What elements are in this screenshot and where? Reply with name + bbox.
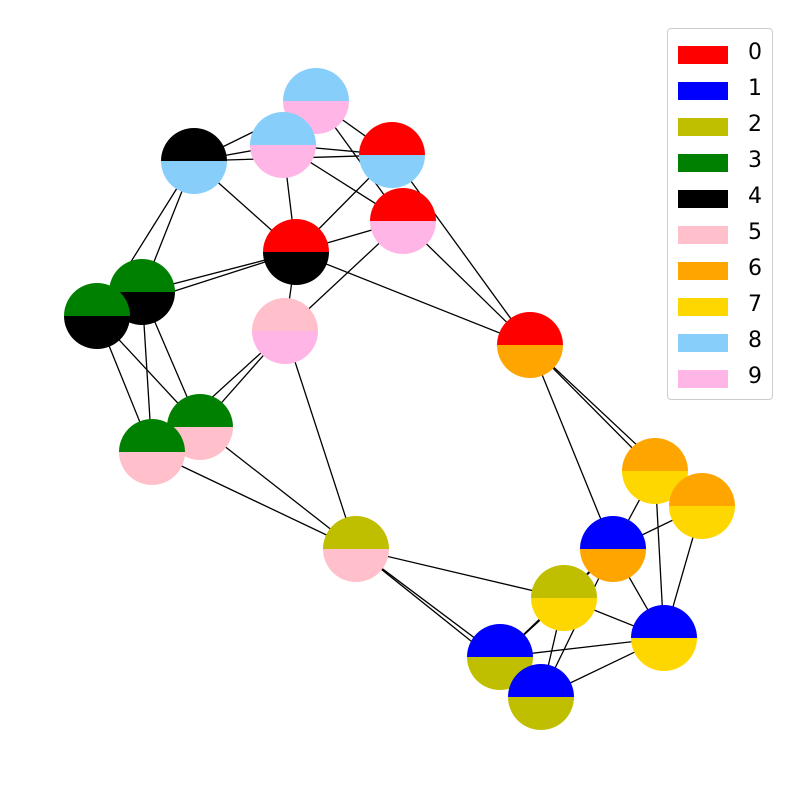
legend-swatch (678, 226, 728, 244)
legend-swatch (678, 118, 728, 136)
node-top-half (359, 122, 425, 155)
legend-label: 6 (748, 256, 762, 281)
node-bottom-half (250, 145, 316, 178)
graph-node (64, 283, 130, 349)
node-bottom-half (161, 161, 227, 194)
node-bottom-half (64, 316, 130, 349)
legend-item-7: 7 (678, 289, 768, 317)
node-bottom-half (359, 155, 425, 188)
node-bottom-half (669, 506, 735, 539)
graph-node (263, 219, 329, 285)
node-top-half (161, 128, 227, 161)
graph-edge (199, 426, 357, 550)
graph-node (359, 122, 425, 188)
legend-item-3: 3 (678, 145, 768, 173)
graph-node (250, 112, 316, 178)
node-top-half (580, 516, 646, 549)
node-top-half (323, 516, 389, 549)
legend-item-6: 6 (678, 253, 768, 281)
legend-item-1: 1 (678, 73, 768, 101)
legend-item-9: 9 (678, 361, 768, 389)
legend-swatch (678, 370, 728, 388)
graph-node (370, 188, 436, 254)
node-bottom-half (580, 549, 646, 582)
legend-swatch (678, 190, 728, 208)
legend-item-0: 0 (678, 37, 768, 65)
node-top-half (497, 312, 563, 345)
legend-label: 1 (748, 76, 762, 101)
node-top-half (250, 112, 316, 145)
legend-swatch (678, 298, 728, 316)
node-top-half (467, 624, 533, 657)
legend-label: 9 (748, 364, 762, 389)
node-top-half (370, 188, 436, 221)
node-top-half (631, 605, 697, 638)
graph-edge (355, 548, 565, 599)
graph-node (508, 664, 574, 730)
graph-node (631, 605, 697, 671)
graph-node (669, 473, 735, 539)
legend-swatch (678, 334, 728, 352)
node-top-half (252, 298, 318, 331)
graph-edge (529, 344, 614, 550)
legend-item-2: 2 (678, 109, 768, 137)
node-top-half (508, 664, 574, 697)
node-top-half (119, 419, 185, 452)
graph-node (119, 419, 185, 485)
graph-edge (295, 251, 531, 346)
node-bottom-half (263, 252, 329, 285)
legend-swatch (678, 154, 728, 172)
graph-node (323, 516, 389, 582)
legend: 0 1 2 3 4 5 6 7 8 9 (667, 28, 773, 400)
node-top-half (283, 68, 349, 101)
node-top-half (167, 394, 233, 427)
graph-edge (151, 451, 357, 550)
legend-swatch (678, 262, 728, 280)
legend-label: 4 (748, 184, 762, 209)
graph-edge (284, 330, 357, 550)
node-top-half (531, 565, 597, 598)
legend-label: 3 (748, 148, 762, 173)
graph-edge (391, 154, 531, 346)
legend-item-5: 5 (678, 217, 768, 245)
graph-node (580, 516, 646, 582)
node-top-half (669, 473, 735, 506)
node-bottom-half (252, 331, 318, 364)
nodes-layer (64, 68, 735, 730)
legend-swatch (678, 46, 728, 64)
graph-node (531, 565, 597, 631)
node-bottom-half (531, 598, 597, 631)
legend-label: 0 (748, 40, 762, 65)
node-bottom-half (370, 221, 436, 254)
legend-label: 8 (748, 328, 762, 353)
graph-node (497, 312, 563, 378)
node-bottom-half (508, 697, 574, 730)
node-top-half (263, 219, 329, 252)
node-top-half (64, 283, 130, 316)
legend-item-8: 8 (678, 325, 768, 353)
legend-item-4: 4 (678, 181, 768, 209)
legend-label: 5 (748, 220, 762, 245)
node-bottom-half (497, 345, 563, 378)
node-top-half (109, 259, 175, 292)
node-bottom-half (631, 638, 697, 671)
node-top-half (622, 438, 688, 471)
legend-swatch (678, 82, 728, 100)
legend-label: 7 (748, 292, 762, 317)
legend-label: 2 (748, 112, 762, 137)
graph-node (161, 128, 227, 194)
graph-node (252, 298, 318, 364)
node-bottom-half (323, 549, 389, 582)
node-bottom-half (119, 452, 185, 485)
